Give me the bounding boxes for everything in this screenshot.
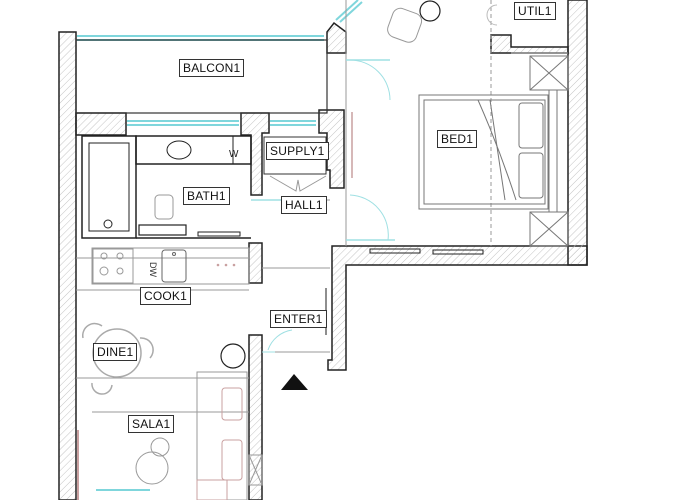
walls <box>58 0 588 500</box>
vanity <box>135 135 252 165</box>
side-table <box>419 0 441 22</box>
wall-left <box>58 31 77 500</box>
room-label-enter1: ENTER1 <box>270 310 327 328</box>
washer-label: W <box>229 149 239 160</box>
bathtub <box>81 135 137 239</box>
door-swing-supply <box>349 59 391 101</box>
wall-pier-supply <box>318 109 345 189</box>
dishwasher-label: DW <box>148 262 158 277</box>
bathroom: W <box>81 135 252 239</box>
entrance-arrow-icon <box>281 374 308 390</box>
nightstand <box>529 55 569 91</box>
wall-util-bottom <box>490 34 569 54</box>
room-label-supply1: SUPPLY1 <box>266 142 329 160</box>
nightstand <box>529 211 569 247</box>
bedroom <box>369 0 569 255</box>
wall-notch-left <box>76 258 92 395</box>
room-label-util1: UTIL1 <box>514 2 556 20</box>
wall-balcony-corner <box>326 21 347 54</box>
kitchen-sink <box>161 249 187 283</box>
wall-bedroom-right <box>567 0 588 266</box>
toilet <box>154 194 174 220</box>
wall-balcony-bottom-left <box>75 112 127 136</box>
pillow <box>518 152 544 199</box>
wall-pier-entry <box>248 334 263 500</box>
wall-pier-bath <box>240 112 270 196</box>
coffee-table <box>135 451 169 485</box>
sink <box>166 140 192 160</box>
room-label-sala1: SALA1 <box>128 415 175 433</box>
room-label-hall1: HALL1 <box>281 196 327 214</box>
room-label-dine1: DINE1 <box>93 343 138 361</box>
room-label-cook1: COOK1 <box>140 287 192 305</box>
floor-lamp <box>220 343 246 369</box>
room-label-bed1: BED1 <box>437 130 478 148</box>
room-label-bath1: BATH1 <box>183 187 230 205</box>
armchair <box>387 7 423 43</box>
supply-hall <box>251 59 395 241</box>
kitchen: DW <box>91 247 250 285</box>
bed <box>418 94 549 210</box>
room-label-balcon1: BALCON1 <box>179 59 245 77</box>
living <box>77 371 263 500</box>
pillow <box>518 102 544 149</box>
door-swing-hall <box>349 194 389 241</box>
dining <box>82 322 246 395</box>
entry <box>262 288 327 390</box>
wall-pier-kitchen <box>248 242 263 284</box>
sofa <box>196 371 248 500</box>
cooktop <box>92 248 134 284</box>
wall-bedroom-bottom <box>327 245 588 371</box>
